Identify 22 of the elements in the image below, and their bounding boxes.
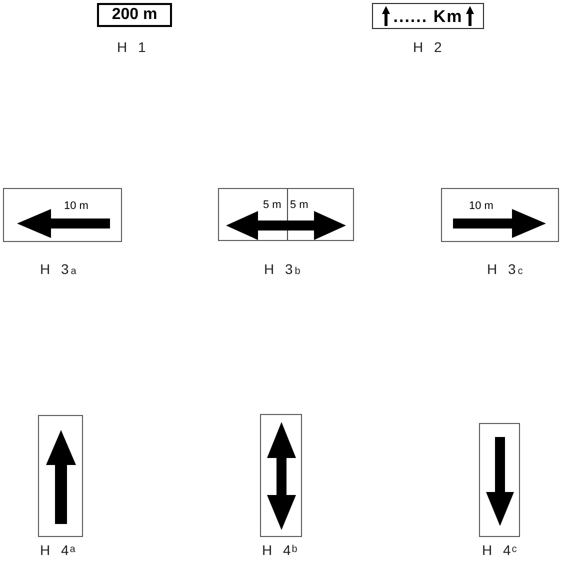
distance-label: 10 m <box>64 201 88 212</box>
sign-code-label: H 4$^{b}$ <box>262 543 298 557</box>
sign-panel <box>3 188 122 242</box>
distance-label: 10 m <box>469 201 494 212</box>
sign-code-label: H 3$_{a}$ <box>40 262 76 277</box>
sign-panel <box>479 423 520 537</box>
distance-label: 200 m <box>112 7 158 23</box>
sign-panel <box>372 3 484 29</box>
sign-panel <box>260 414 302 537</box>
sign-code-label: H 1 <box>117 40 146 54</box>
distance-label: 5 m <box>290 200 308 211</box>
sign-code-label: H 4$^{c}$ <box>482 543 517 557</box>
sign-code-label: H 3$_{b}$ <box>264 262 300 277</box>
sign-code-label: H 2 <box>413 40 442 54</box>
sign-panel <box>97 3 172 27</box>
sign-code-label: H 4$^{a}$ <box>40 543 76 557</box>
sign-panel <box>441 188 559 242</box>
sign-panel <box>218 188 354 241</box>
distance-label: ...... Km <box>393 8 463 24</box>
sign-code-label: H 3$_{c}$ <box>487 262 523 277</box>
sign-panel <box>38 415 83 537</box>
distance-label: 5 m <box>263 200 282 211</box>
